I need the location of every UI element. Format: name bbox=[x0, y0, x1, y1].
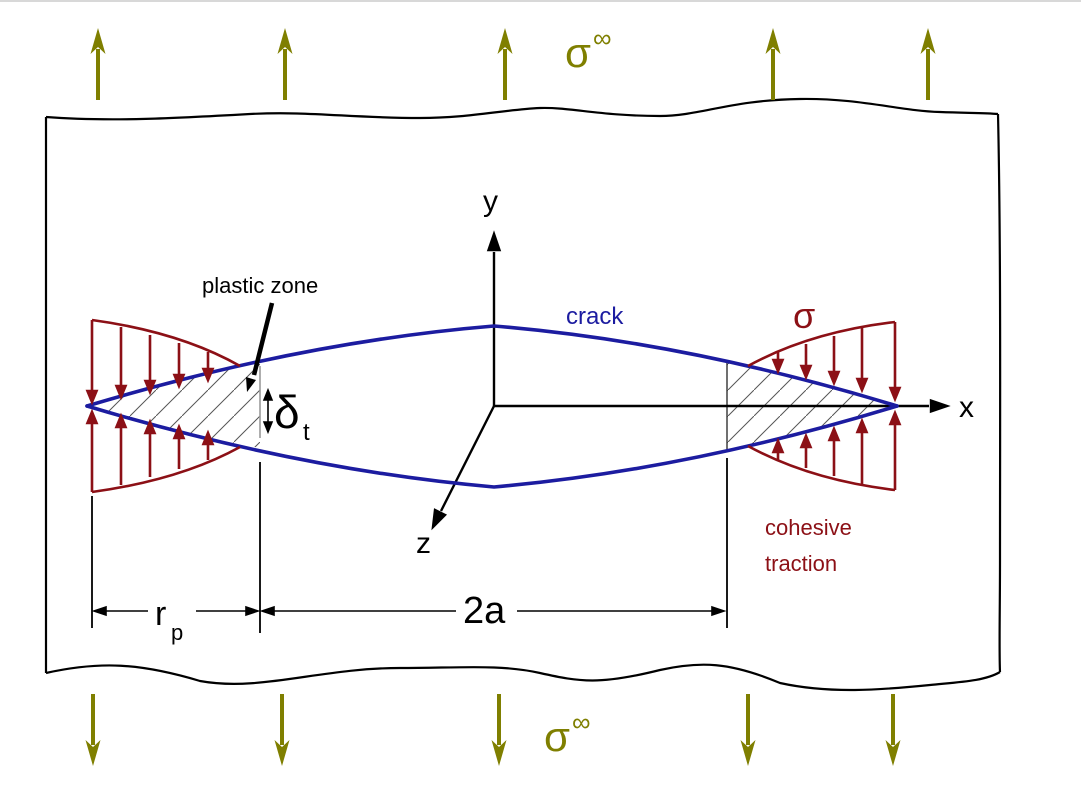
plastic-zone-hatch-left bbox=[87, 363, 260, 448]
traction-arrow-up-icon bbox=[114, 412, 128, 485]
cohesive-traction-arrows-left bbox=[85, 320, 215, 492]
x-axis bbox=[494, 398, 951, 414]
plastic-zone-label: plastic zone bbox=[202, 273, 318, 298]
pointer-line bbox=[251, 302, 275, 376]
traction-arrow-up-icon bbox=[888, 409, 902, 490]
far-field-stress-label-top: σ bbox=[565, 29, 591, 76]
crack-length-dimension-arrows bbox=[259, 605, 727, 617]
y-axis bbox=[486, 230, 502, 406]
coordinate-axes bbox=[431, 230, 951, 531]
z-axis bbox=[431, 405, 496, 531]
crack-upper-face bbox=[85, 324, 899, 408]
traction-envelope-top-left bbox=[91, 318, 241, 368]
traction-arrow-up-icon bbox=[855, 417, 869, 484]
traction-arrow-down-icon bbox=[85, 320, 99, 406]
crack-label: crack bbox=[566, 303, 624, 330]
traction-arrow-down-icon bbox=[143, 335, 157, 396]
traction-arrow-down-icon bbox=[827, 336, 841, 387]
traction-arrow-down-icon bbox=[855, 328, 869, 394]
cohesive-traction-arrows-right bbox=[771, 322, 902, 490]
traction-arrow-up-icon bbox=[771, 437, 785, 460]
up-arrow-icon bbox=[88, 26, 108, 102]
crack-length-label: 2a bbox=[463, 590, 506, 632]
traction-arrow-down-icon bbox=[114, 327, 128, 401]
down-arrow-icon bbox=[83, 692, 103, 768]
plate-outline bbox=[44, 97, 1002, 692]
traction-arrow-down-icon bbox=[201, 352, 215, 384]
far-field-arrows-bottom bbox=[83, 692, 903, 768]
down-arrow-icon bbox=[738, 692, 758, 768]
ctod-double-arrow bbox=[262, 387, 274, 435]
crack-lower-face bbox=[85, 404, 899, 489]
cohesive-stress-label: σ bbox=[793, 295, 815, 336]
far-field-arrows-top bbox=[88, 26, 938, 102]
traction-envelope-bottom-right bbox=[747, 444, 896, 492]
x-axis-label: x bbox=[959, 391, 974, 424]
cohesive-zone-left bbox=[85, 318, 241, 494]
traction-arrow-up-icon bbox=[85, 408, 99, 492]
cohesive-traction-label-line2: traction bbox=[765, 551, 837, 576]
plastic-zone-pointer bbox=[246, 302, 275, 392]
traction-arrow-up-icon bbox=[201, 429, 215, 460]
traction-envelope-bottom-left bbox=[91, 445, 241, 494]
traction-arrow-down-icon bbox=[172, 343, 186, 390]
pointer-arrowhead-icon bbox=[246, 377, 256, 392]
rp-dimension-arrows bbox=[91, 605, 261, 617]
traction-arrow-down-icon bbox=[799, 344, 813, 381]
up-arrow-icon bbox=[275, 26, 295, 102]
up-arrow-icon bbox=[918, 26, 938, 102]
traction-arrow-up-icon bbox=[172, 423, 186, 469]
ctod-label: δ bbox=[274, 386, 300, 438]
far-field-stress-label-bottom: σ bbox=[544, 713, 570, 760]
traction-arrow-up-icon bbox=[827, 425, 841, 476]
rp-subscript: p bbox=[171, 620, 183, 645]
traction-arrow-down-icon bbox=[888, 322, 902, 403]
down-arrow-icon bbox=[489, 692, 509, 768]
traction-arrow-up-icon bbox=[799, 432, 813, 468]
cohesive-traction-label-line1: cohesive bbox=[765, 515, 852, 540]
traction-envelope-top-right bbox=[747, 320, 896, 368]
dimension-extension-lines bbox=[91, 458, 728, 633]
up-arrow-icon bbox=[763, 26, 783, 102]
z-axis-label: z bbox=[416, 527, 431, 560]
ctod-subscript: t bbox=[303, 419, 310, 446]
infinity-superscript-bottom: ∞ bbox=[572, 707, 591, 737]
rp-label: r bbox=[155, 595, 166, 633]
down-arrow-icon bbox=[883, 692, 903, 768]
crack-profile bbox=[85, 324, 899, 489]
traction-arrow-down-icon bbox=[771, 352, 785, 375]
y-axis-label: y bbox=[483, 185, 498, 218]
traction-arrow-up-icon bbox=[143, 418, 157, 477]
cohesive-zone-right bbox=[747, 320, 902, 492]
infinity-superscript-top: ∞ bbox=[593, 23, 612, 53]
up-arrow-icon bbox=[495, 26, 515, 102]
down-arrow-icon bbox=[272, 692, 292, 768]
